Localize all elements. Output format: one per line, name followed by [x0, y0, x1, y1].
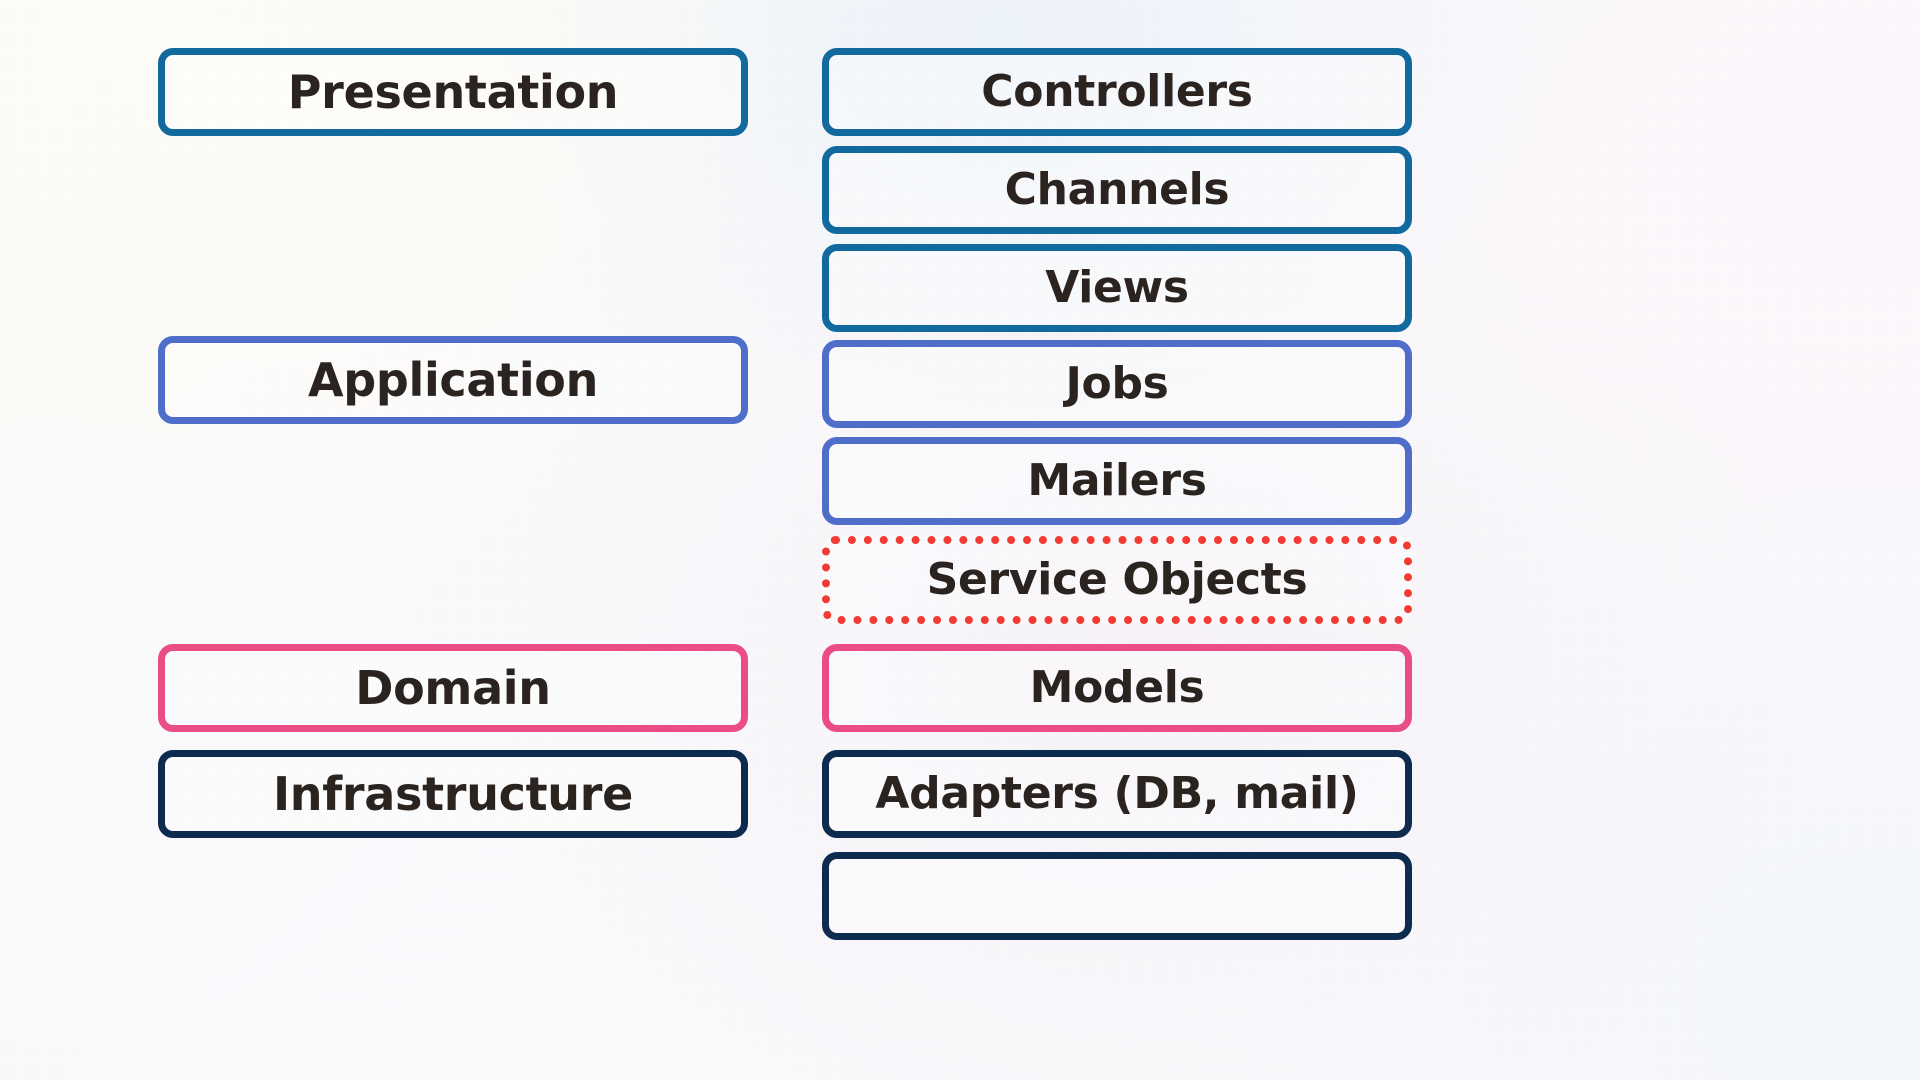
- node-adapters[interactable]: Adapters (DB, mail): [822, 750, 1412, 838]
- node-domain[interactable]: Domain: [158, 644, 748, 732]
- node-infrastructure[interactable]: Infrastructure: [158, 750, 748, 838]
- node-partial-bottom[interactable]: [822, 852, 1412, 940]
- node-label: Controllers: [981, 66, 1253, 117]
- node-models[interactable]: Models: [822, 644, 1412, 732]
- node-views[interactable]: Views: [822, 244, 1412, 332]
- node-label: Presentation: [287, 65, 619, 119]
- node-label: Domain: [355, 661, 551, 715]
- node-label: Models: [1029, 662, 1205, 713]
- node-application[interactable]: Application: [158, 336, 748, 424]
- node-label: Infrastructure: [272, 767, 634, 821]
- node-label: Mailers: [1027, 455, 1207, 506]
- node-service-objects[interactable]: Service Objects: [822, 536, 1412, 624]
- node-label: Views: [1045, 262, 1189, 313]
- node-mailers[interactable]: Mailers: [822, 437, 1412, 525]
- node-label: Adapters (DB, mail): [875, 768, 1359, 819]
- node-label: Jobs: [1065, 358, 1169, 409]
- node-presentation[interactable]: Presentation: [158, 48, 748, 136]
- node-label: Service Objects: [926, 554, 1308, 605]
- node-label: Application: [307, 353, 599, 407]
- node-label: Channels: [1004, 164, 1230, 215]
- node-channels[interactable]: Channels: [822, 146, 1412, 234]
- node-jobs[interactable]: Jobs: [822, 340, 1412, 428]
- node-controllers[interactable]: Controllers: [822, 48, 1412, 136]
